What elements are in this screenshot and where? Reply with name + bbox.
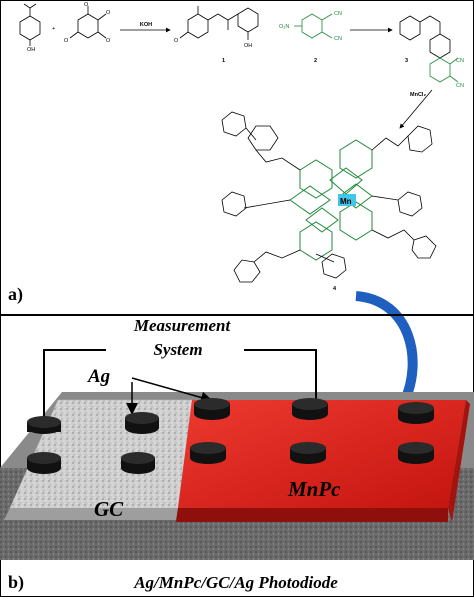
- svg-text:O: O: [174, 38, 179, 44]
- electrode-disc-icon: [121, 452, 155, 474]
- ag-arrow-right: [131, 377, 213, 404]
- svg-text:OH: OH: [27, 47, 35, 53]
- compound-2-label: 2: [314, 58, 317, 64]
- electrode-disc-icon: [27, 416, 61, 434]
- compound-4-label: 4: [333, 286, 337, 292]
- mnpc-label: MnPc: [287, 477, 341, 501]
- compound-1-structure: [179, 6, 259, 40]
- svg-text:OH: OH: [244, 43, 252, 49]
- svg-text:CN: CN: [456, 58, 464, 64]
- electrode-label: Ag: [87, 366, 110, 387]
- svg-text:O: O: [84, 2, 89, 8]
- svg-text:O: O: [64, 38, 69, 44]
- mn-center-highlight: [338, 194, 356, 206]
- svg-text:O: O: [106, 38, 111, 44]
- electrode-disc-icon: [398, 442, 434, 464]
- reactant-acetylphenol: [19, 3, 41, 46]
- reactant-aldehyde: [69, 6, 107, 39]
- svg-text:CN: CN: [334, 11, 342, 17]
- svg-text:CN: CN: [456, 83, 464, 89]
- reagent-mncl2: MnCl₂: [410, 92, 426, 98]
- measurement-wire-left: [43, 349, 106, 422]
- panel-b-device: [0, 349, 474, 560]
- svg-text:O: O: [106, 10, 111, 16]
- reagent-koh: KOH: [140, 22, 152, 28]
- svg-text:CN: CN: [334, 36, 342, 42]
- metal-center-label: Mn: [340, 197, 352, 206]
- gc-label: GC: [94, 497, 124, 521]
- electrode-disc-icon: [290, 442, 326, 464]
- svg-text:O₂N: O₂N: [279, 24, 289, 30]
- compound-2-structure: [294, 13, 333, 39]
- svg-text:+: +: [52, 26, 55, 32]
- measurement-label-line1: Measurement: [133, 316, 232, 335]
- panel-a-label: a): [8, 284, 23, 305]
- measurement-wire-right: [244, 349, 317, 404]
- electrode-disc-icon: [190, 442, 226, 464]
- electrode-disc-icon: [398, 402, 434, 424]
- electrode-disc-icon: [292, 398, 328, 420]
- panel-b-label: b): [8, 572, 24, 593]
- electrode-disc-icon: [194, 398, 230, 420]
- compound-3-phthalonitrile: [429, 57, 459, 83]
- panel-divider: [0, 314, 474, 316]
- device-title: Ag/MnPc/GC/Ag Photodiode: [133, 573, 338, 592]
- measurement-label-line2: System: [153, 340, 202, 359]
- compound-3-label: 3: [405, 58, 408, 64]
- electrode-disc-icon: [125, 412, 159, 434]
- compound-3-structure: [399, 15, 451, 59]
- compound-1-label: 1: [222, 58, 225, 64]
- compound-4-structure: [221, 111, 437, 283]
- electrode-disc-icon: [27, 452, 61, 474]
- panel-a-scheme: OH + O O O O OH O: [19, 2, 464, 283]
